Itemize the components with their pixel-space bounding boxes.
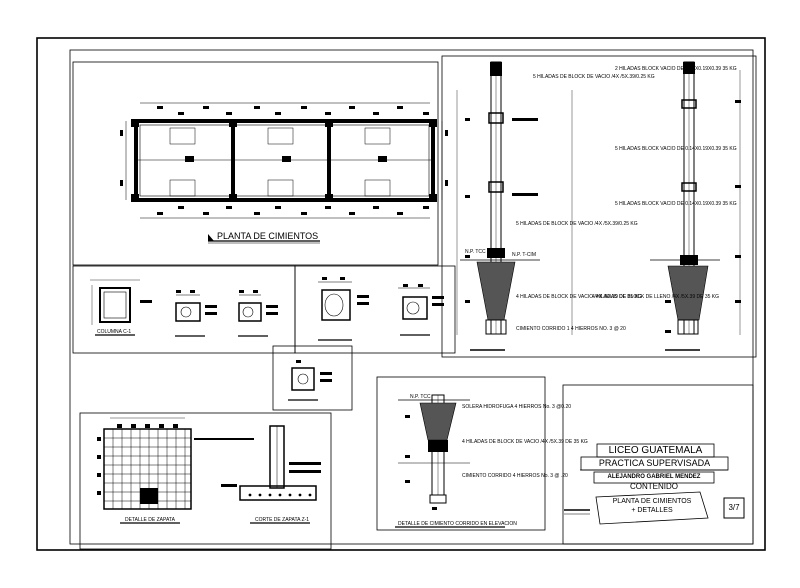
note-11: CIMIENTO CORRIDO 4 HIERROS No. 3 @ .20 bbox=[462, 473, 568, 479]
wall-sections-panel: 5 HILADAS DE BLOCK DE VACIO /4X /5X.39/0… bbox=[441, 55, 757, 358]
note-8: 4 HILADAS DE BLOCK DE LLENO /4X /5X.39 D… bbox=[592, 294, 719, 300]
note-7: 5 HILADAS BLOCK VACIO DE 0.14X0.19X0.39 … bbox=[615, 201, 737, 207]
footing-details-panel: DETALLE DE ZAPATA CORTE DE ZAPATA Z-1 bbox=[79, 412, 332, 550]
note-1: 5 HILADAS DE BLOCK DE VACIO /4X /5X.39/0… bbox=[533, 74, 655, 80]
title-content-label: CONTENIDO bbox=[630, 482, 678, 491]
outer-border bbox=[36, 37, 766, 551]
title-content-line1: PLANTA DE CIMIENTOS bbox=[612, 498, 692, 505]
caption-cimiento: DETALLE DE CIMIENTO CORRIDO EN ELEVACION bbox=[398, 521, 517, 527]
note-5: 2 HILADAS BLOCK VACIO DE 0.14X0.19X0.39 … bbox=[615, 66, 737, 72]
column-details-panel: COLUMNA C-1 bbox=[72, 265, 456, 411]
title-school: LICEO GUATEMALA bbox=[608, 445, 703, 456]
title-author: ALEJANDRO GABRIEL MENDEZ bbox=[607, 474, 701, 480]
caption-corte: CORTE DE ZAPATA Z-1 bbox=[255, 517, 309, 523]
caption-column: COLUMNA C-1 bbox=[97, 329, 131, 335]
title-content-line2: + DETALLES bbox=[631, 507, 673, 514]
plan-title: PLANTA DE CIMIENTOS bbox=[217, 231, 318, 241]
foundation-plan-panel: PLANTA DE CIMIENTOS bbox=[72, 61, 448, 266]
sheet-number: 3/7 bbox=[728, 503, 740, 512]
caption-zapata: DETALLE DE ZAPATA bbox=[125, 517, 176, 523]
level-mark-2: N.P. T-CIM bbox=[512, 252, 536, 258]
note-9: SOLERA HIDROFUGA 4 HIERROS No. 3 @0.20 bbox=[462, 404, 571, 410]
title-course: PRACTICA SUPERVISADA bbox=[598, 458, 711, 468]
note-4: CIMIENTO CORRIDO 1 4 HIERROS NO. 3 @ 20 bbox=[516, 326, 626, 332]
note-6: 5 HILADAS BLOCK VACIO DE 0.14X0.19X0.39 … bbox=[615, 146, 737, 152]
inner-border bbox=[69, 49, 754, 545]
level-mark-1: N.P. TCC bbox=[465, 249, 486, 255]
note-3: 4 HILADAS DE BLOCK DE VACIO /4X /5X.39 D… bbox=[516, 294, 642, 300]
note-2: 5 HILADAS DE BLOCK DE VACIO /4X /5X.39/0… bbox=[516, 221, 638, 227]
note-10: 4 HILADAS DE BLOCK DE VACIO /4X /5X.39 D… bbox=[462, 439, 588, 445]
title-block bbox=[562, 384, 754, 545]
level-mark-3: N.P. TCC bbox=[410, 394, 431, 400]
strip-footing-panel: N.P. TCC SOLERA HIDROFUGA 4 HIERROS No. … bbox=[376, 376, 588, 531]
